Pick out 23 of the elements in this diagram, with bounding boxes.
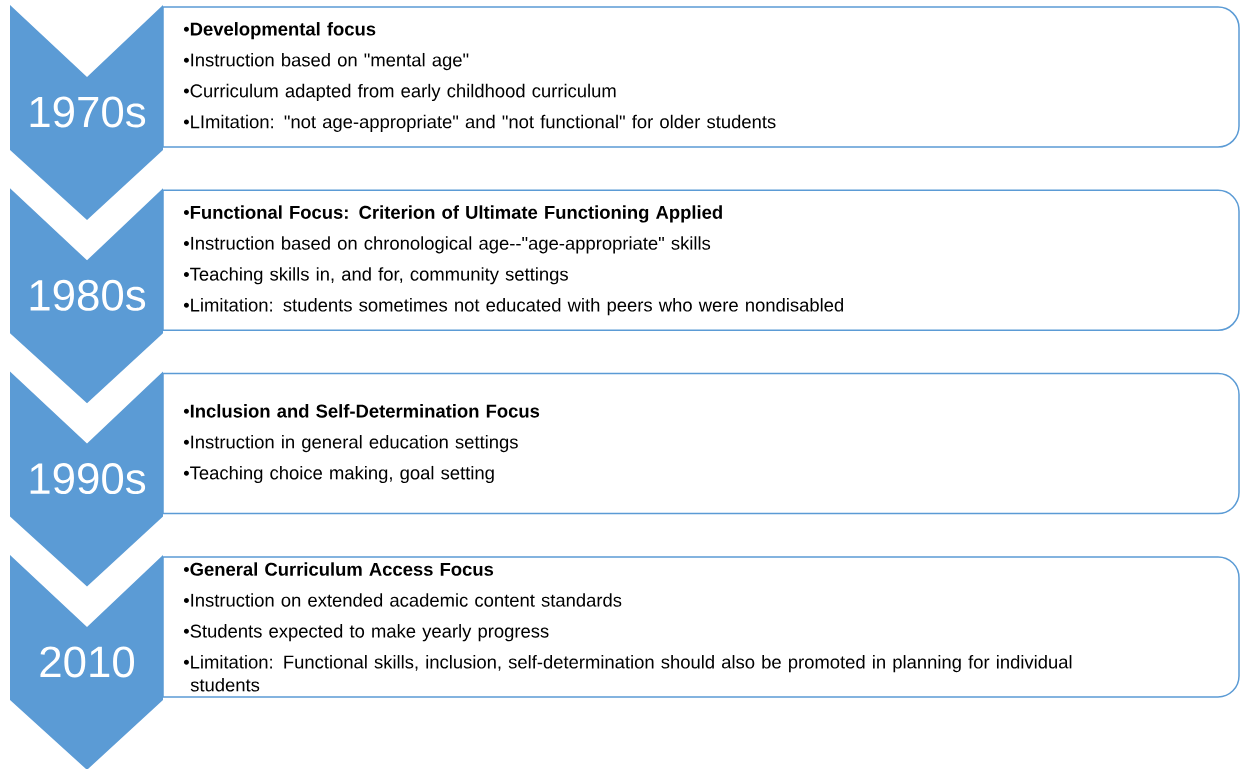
list-item: •Limitation: students sometimes not educated with peers who were nondisabled: [183, 298, 843, 316]
list-item: •LImitation: "not age-appropriate" and "not functional" for older students: [183, 114, 776, 132]
list-item: •Functional Focus: Criterion of Ultimate Functioning Applied: [183, 205, 722, 223]
list-item: •Instruction based on "mental age": [183, 52, 469, 71]
text-box: [162, 6, 1240, 148]
list-item: •Teaching choice making, goal setting: [183, 465, 494, 484]
year-banner: 1990s: [10, 371, 163, 587]
year-banner: 1980s: [10, 188, 163, 404]
list-item: •Limitation: Functional skills, inclusion, self-determination should also be promoted in planning for individual students: [183, 655, 1072, 692]
year-banner: 1970s: [10, 5, 163, 220]
list-item: •Developmental focus: [183, 22, 376, 40]
list-item: •Students expected to make yearly progress: [183, 624, 549, 642]
list-item: •Instruction based on chronological age--"age-appropriate" skills: [183, 236, 711, 254]
text-box: [162, 556, 1240, 698]
list-item: •Inclusion and Self-Determination Focus: [183, 404, 540, 418]
list-item: •General Curriculum Access Focus: [183, 562, 494, 576]
list-item: •Instruction on extended academic content standards: [183, 593, 622, 607]
list-item: •Instruction in general education settings: [183, 435, 518, 453]
list-item: •Curriculum adapted from early childhood curriculum: [183, 83, 616, 102]
year-banner: 2010: [10, 554, 163, 769]
list-item: •Teaching skills in, and for, community settings: [183, 267, 568, 285]
text-box: [162, 372, 1240, 515]
text-box: [162, 189, 1240, 332]
